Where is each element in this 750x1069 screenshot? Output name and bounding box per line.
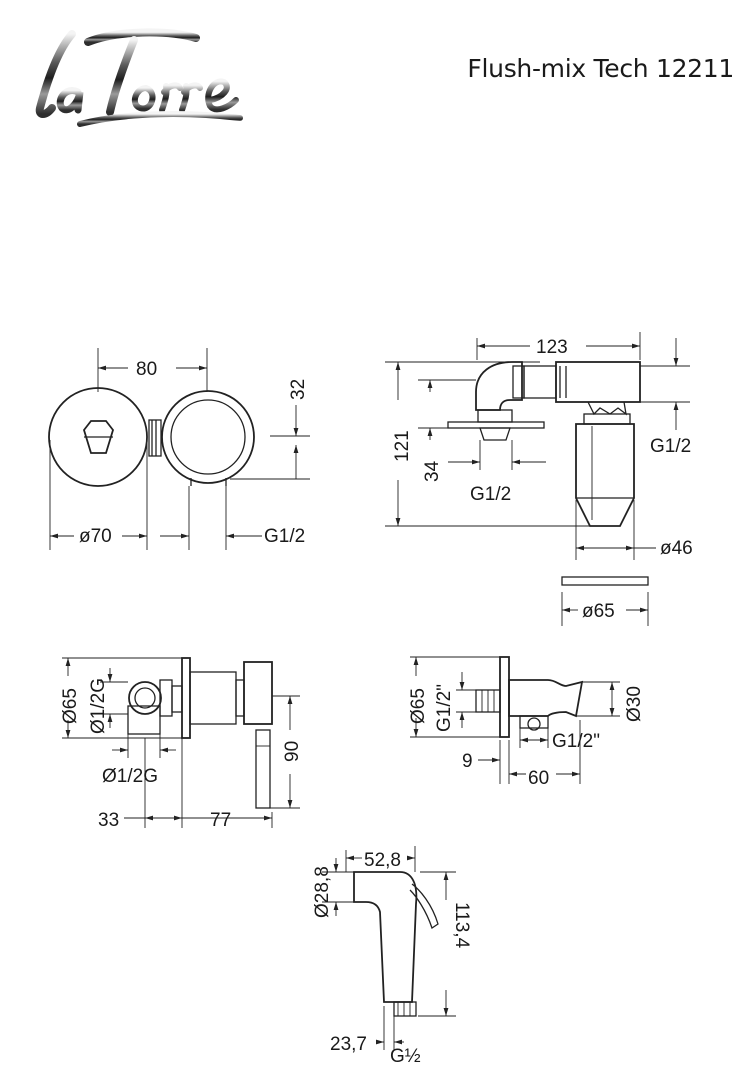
dim-spray-length: 113,4 [451, 902, 472, 949]
spray-head [353, 871, 418, 1003]
dim-height-121: 121 [392, 430, 413, 462]
bracket-plate [499, 656, 510, 738]
mixer-view: Ø65 Ø1/2G Ø1/2G 90 33 77 [60, 657, 303, 831]
dim-spray-diameter: Ø28,8 [312, 866, 333, 918]
side-view: 123 121 34 G1/2 G1/2 ø46 [385, 332, 693, 626]
dim-diameter-65: ø65 [582, 601, 615, 622]
dim-mixer-outlet: Ø1/2G [88, 678, 109, 734]
dim-thread-bottom: G1/2 [470, 484, 511, 505]
mixer-lever [255, 729, 271, 809]
dim-bracket-offset: 9 [462, 751, 473, 772]
dim-mixer-right: 77 [210, 810, 231, 831]
spray-thread [393, 1001, 417, 1017]
dim-bracket-thread-top: G1/2" [434, 684, 455, 732]
dim-thread-front: G1/2 [264, 526, 305, 547]
hex-nut [83, 420, 114, 454]
dim-height-32: 32 [288, 379, 309, 400]
dim-bracket-thread-bottom: G1/2" [552, 731, 600, 752]
control-plate-right [161, 390, 255, 484]
dim-bracket-length: 60 [528, 768, 549, 789]
spray-view: 52,8 Ø28,8 113,4 23,7 G½ [312, 846, 472, 1067]
dim-spray-width: 52,8 [364, 850, 401, 871]
dim-mixer-height: 90 [282, 741, 303, 762]
bracket-view: Ø65 G1/2" Ø30 G1/2" 9 60 [408, 656, 645, 789]
dim-depth-34: 34 [422, 460, 443, 482]
dim-diameter-70: ø70 [79, 526, 112, 547]
bracket-holder [508, 679, 584, 718]
front-view: 80 32 ø70 G1/2 [48, 348, 310, 550]
model-title: Flush-mix Tech 12211 [467, 54, 734, 83]
dim-width-80: 80 [136, 359, 157, 380]
dim-spray-base: 23,7 [330, 1034, 367, 1055]
mixer-plate [181, 657, 191, 739]
wall-plate [561, 576, 649, 586]
dim-bracket-diameter-right: Ø30 [624, 686, 645, 722]
handle-body [575, 423, 635, 527]
latorre-logo-graphic [35, 28, 243, 127]
dim-thread-right: G1/2 [650, 436, 691, 457]
dim-mixer-inlet: Ø1/2G [102, 766, 158, 787]
brand-logo [18, 20, 248, 132]
dim-diameter-46: ø46 [660, 538, 693, 559]
dim-length-123: 123 [536, 337, 568, 358]
dim-spray-thread: G½ [390, 1046, 421, 1067]
dim-mixer-left: 33 [98, 810, 119, 831]
dim-bracket-diameter: Ø65 [408, 688, 429, 724]
dim-mixer-diameter: Ø65 [60, 688, 81, 724]
